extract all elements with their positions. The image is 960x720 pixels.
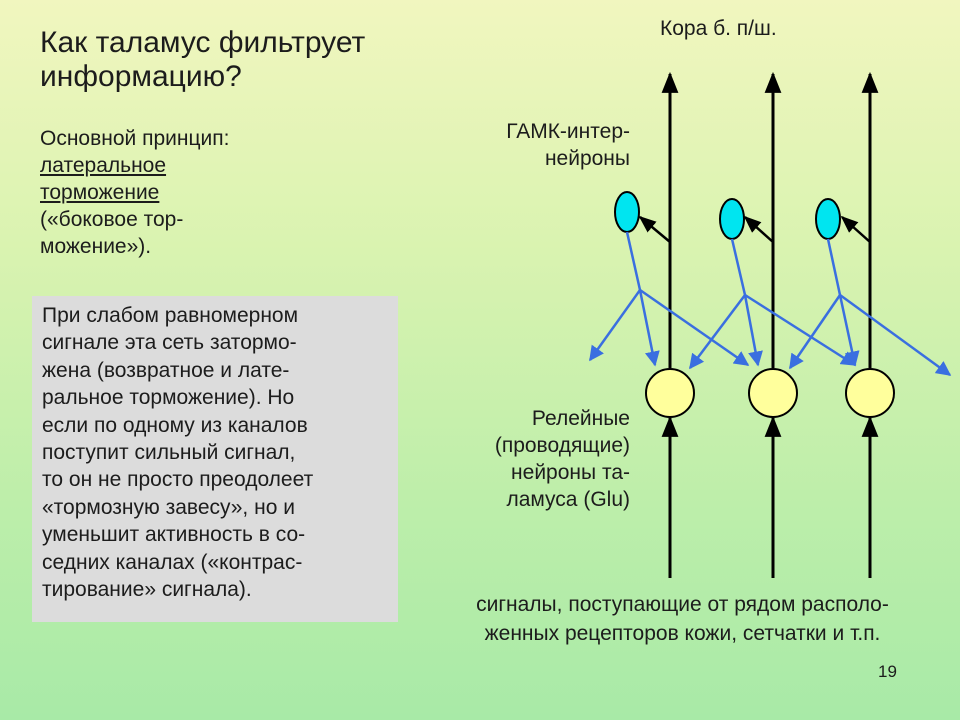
relay-neuron-label: Релейные (проводящие) нейроны та- ламуса… [494,407,630,511]
interneuron-2 [719,198,745,240]
interneuron-3 [815,198,841,240]
input-signals-label: сигналы, поступающие от рядом располо- ж… [476,593,889,645]
relay-neuron-1 [645,368,695,418]
principle-text: Основной принцип: латеральное торможение… [40,125,370,260]
collateral-3 [840,215,871,243]
principle-intro: Основной принцип: [40,127,230,150]
explanation-box: При слабом равномерном сигнале эта сеть … [32,296,398,622]
cortex-label: Кора б. п/ш. [660,17,777,40]
channel-2 [689,71,857,578]
page-number: 19 [878,662,897,681]
interneuron-label: ГАМК-интер- нейроны [506,120,630,170]
relay-neuron-3 [845,368,895,418]
channel-1 [588,71,750,578]
slide-title: Как таламус фильтрует информацию? [40,26,366,93]
principle-underlined: латеральное торможение [40,154,167,204]
relay-neuron-2 [748,368,798,418]
principle-paren: («боковое тор- можение»). [40,208,184,258]
collateral-1 [638,215,671,243]
channel-3 [788,71,952,578]
collateral-2 [743,215,774,243]
interneuron-1 [614,191,640,233]
